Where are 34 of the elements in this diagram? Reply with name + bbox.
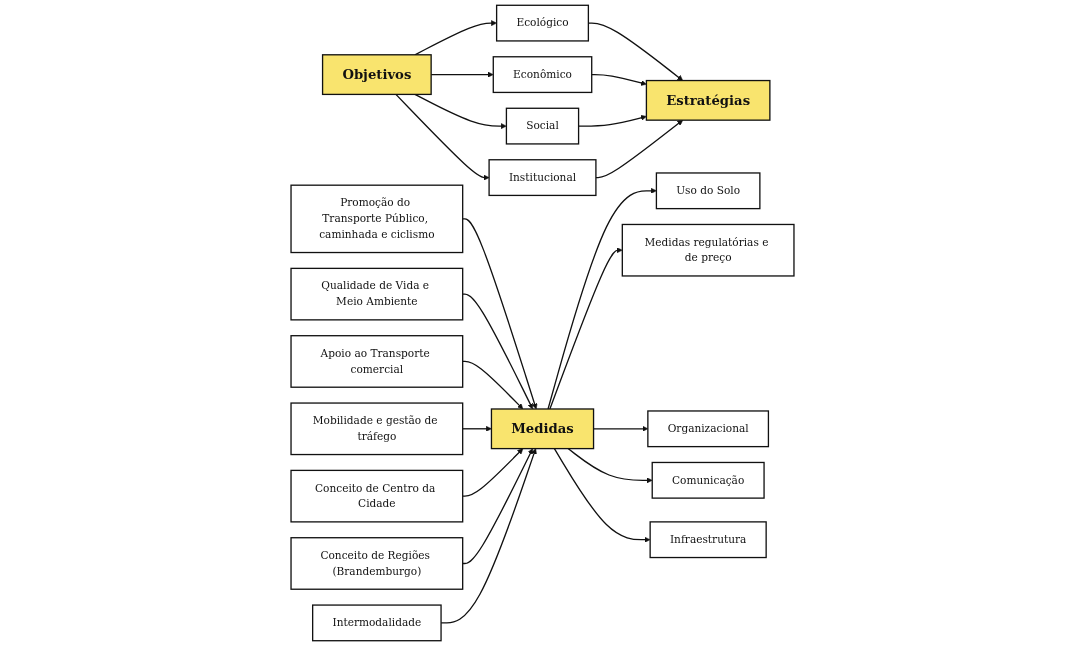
- node-box: Social: [505, 107, 580, 145]
- arrow: [462, 218, 538, 410]
- node-box: Conceito de Regiões (Brandemburgo): [290, 537, 464, 590]
- node-box: Objetivos: [321, 54, 432, 96]
- node-box: Medidas regulatórias e de preço: [621, 223, 795, 277]
- node-box: Promoção do Transporte Público, caminhada e ciclismo: [290, 184, 464, 254]
- arrow: [414, 93, 507, 129]
- arrow: [553, 447, 651, 543]
- arrow: [567, 447, 653, 484]
- arrow: [591, 73, 647, 86]
- arrow: [462, 293, 533, 410]
- arrow: [395, 93, 490, 181]
- node-box: Organizacional: [647, 410, 770, 448]
- node-box: Medidas: [490, 408, 595, 450]
- arrow: [547, 187, 657, 410]
- node-box: Institucional: [488, 159, 597, 197]
- arrow: [549, 247, 623, 410]
- arrow: [462, 360, 524, 410]
- node-box: Mobilidade e gestão de tráfego: [290, 402, 464, 456]
- arrow: [462, 425, 492, 432]
- node-box: Intermodalidade: [312, 604, 442, 642]
- node-box: Uso do Solo: [655, 172, 761, 210]
- node-box: Conceito de Centro da Cidade: [290, 469, 464, 523]
- node-box: Econômico: [492, 56, 593, 94]
- node-box: Apoio ao Transporte comercial: [290, 335, 464, 388]
- arrow: [595, 119, 683, 179]
- node-box: Infraestrutura: [649, 521, 767, 559]
- arrow: [462, 448, 533, 565]
- arrow: [414, 20, 497, 56]
- node-box: Estratégias: [645, 79, 771, 121]
- node-box: Comunicação: [651, 461, 765, 499]
- arrow: [462, 448, 524, 497]
- node-box: Qualidade de Vida e Meio Ambiente: [290, 267, 464, 321]
- node-box: Ecológico: [495, 4, 590, 42]
